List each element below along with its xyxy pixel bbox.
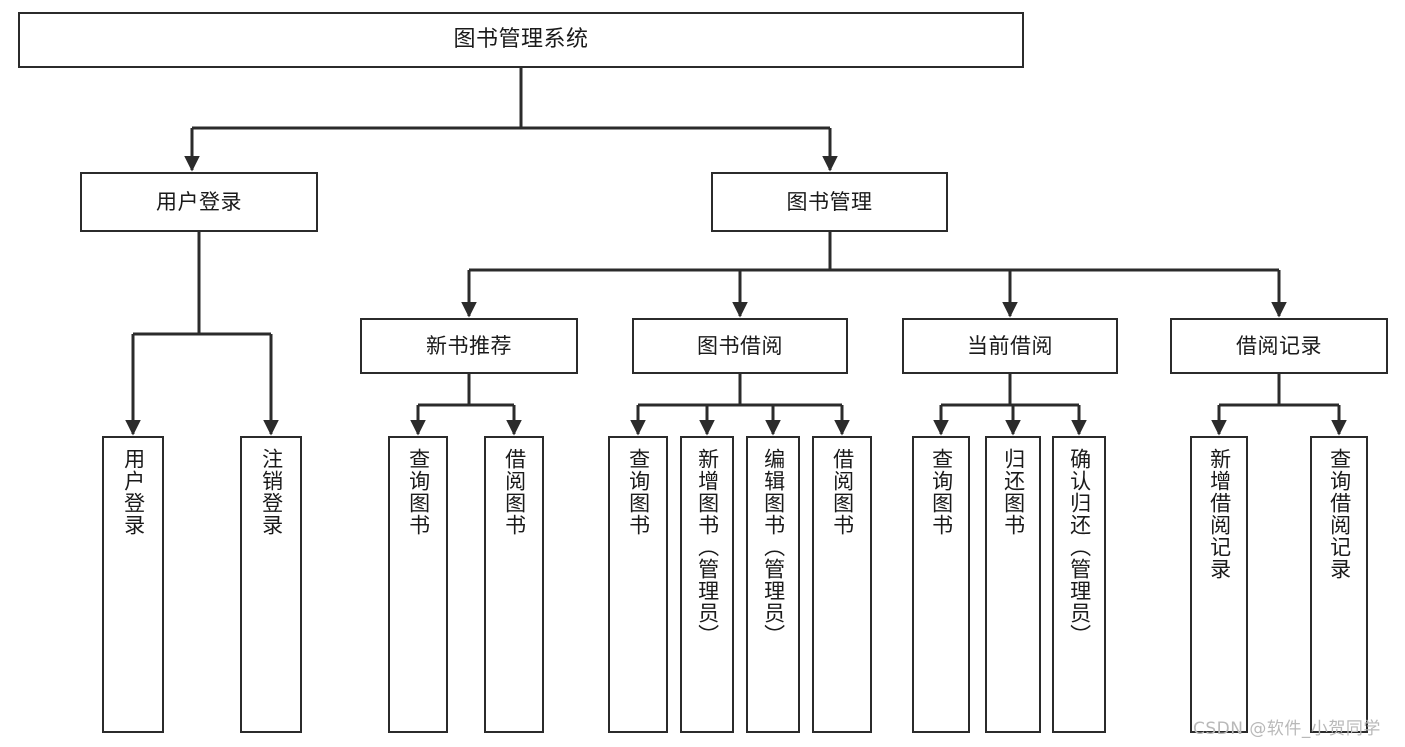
node-leaf-borrow-book-1[interactable]: 借阅图书	[484, 436, 544, 733]
node-leaf-user-login[interactable]: 用户登录	[102, 436, 164, 733]
node-leaf-borrow-book-1-label: 借阅图书	[502, 448, 527, 536]
node-new-book-rec-label: 新书推荐	[426, 333, 512, 358]
node-current-borrow[interactable]: 当前借阅	[902, 318, 1118, 374]
node-new-book-rec[interactable]: 新书推荐	[360, 318, 578, 374]
node-leaf-return-book-label: 归还图书	[1001, 448, 1026, 536]
node-book-borrow-label: 图书借阅	[697, 333, 783, 358]
node-book-manage-label: 图书管理	[786, 189, 873, 214]
node-root[interactable]: 图书管理系统	[18, 12, 1024, 68]
node-leaf-user-logout[interactable]: 注销登录	[240, 436, 302, 733]
node-book-manage[interactable]: 图书管理	[711, 172, 948, 232]
node-leaf-query-record-label: 查询借阅记录	[1327, 448, 1352, 580]
node-book-borrow[interactable]: 图书借阅	[632, 318, 848, 374]
node-leaf-query-book-2[interactable]: 查询图书	[608, 436, 668, 733]
node-leaf-add-book-label: 新增图书（管理员）	[695, 448, 720, 646]
node-leaf-edit-book-label: 编辑图书（管理员）	[761, 448, 786, 646]
watermark: CSDN @软件_小贺同学	[1193, 719, 1381, 739]
node-leaf-query-record[interactable]: 查询借阅记录	[1310, 436, 1368, 733]
node-leaf-user-login-label: 用户登录	[121, 448, 146, 536]
node-leaf-query-book-3-label: 查询图书	[929, 448, 954, 536]
node-user-login-label: 用户登录	[156, 189, 242, 214]
node-leaf-confirm-return-label: 确认归还（管理员）	[1067, 448, 1092, 646]
node-borrow-record-label: 借阅记录	[1236, 333, 1322, 358]
node-leaf-borrow-book-2-label: 借阅图书	[830, 448, 855, 536]
node-leaf-borrow-book-2[interactable]: 借阅图书	[812, 436, 872, 733]
node-leaf-query-book-3[interactable]: 查询图书	[912, 436, 970, 733]
node-leaf-edit-book[interactable]: 编辑图书（管理员）	[746, 436, 800, 733]
node-leaf-add-record-label: 新增借阅记录	[1207, 448, 1232, 580]
node-leaf-query-book-1[interactable]: 查询图书	[388, 436, 448, 733]
node-root-label: 图书管理系统	[453, 27, 589, 53]
node-current-borrow-label: 当前借阅	[967, 333, 1053, 358]
node-leaf-query-book-1-label: 查询图书	[406, 448, 431, 536]
node-leaf-add-record[interactable]: 新增借阅记录	[1190, 436, 1248, 733]
node-leaf-add-book[interactable]: 新增图书（管理员）	[680, 436, 734, 733]
node-user-login[interactable]: 用户登录	[80, 172, 318, 232]
node-leaf-return-book[interactable]: 归还图书	[985, 436, 1041, 733]
node-leaf-user-logout-label: 注销登录	[259, 448, 284, 536]
node-borrow-record[interactable]: 借阅记录	[1170, 318, 1388, 374]
node-leaf-confirm-return[interactable]: 确认归还（管理员）	[1052, 436, 1106, 733]
node-leaf-query-book-2-label: 查询图书	[626, 448, 651, 536]
